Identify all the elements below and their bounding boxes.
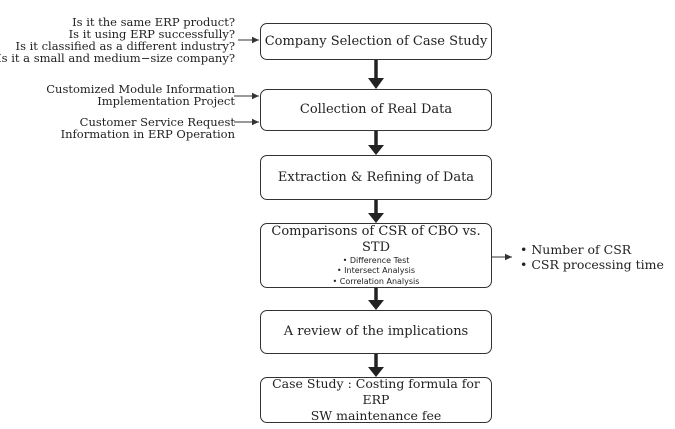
data-source-line: Customer Service Request: [79, 115, 235, 129]
analysis-method-item: • Intersect Analysis: [336, 266, 416, 276]
selection-criteria-item: Is it a small and medium−size company?: [0, 51, 235, 65]
step-label: Company Selection of Case Study: [264, 33, 488, 49]
analysis-method-item: • Correlation Analysis: [332, 276, 420, 286]
data-source-line: Implementation Project: [97, 94, 235, 108]
metric-item: • CSR processing time: [520, 257, 664, 272]
step-label-line: Case Study : Costing formula for ERP: [272, 376, 480, 407]
thick-arrow-2: [368, 131, 384, 155]
metric-item: • Number of CSR: [520, 242, 632, 257]
analysis-methods-list: • Difference Test • Intersect Analysis •…: [333, 256, 420, 288]
step-label: A review of the implications: [283, 324, 469, 339]
step-extraction-refining: Extraction & Refining of Data: [260, 155, 492, 200]
step-label: Collection of Real Data: [299, 102, 453, 117]
data-source-customer-service: Customer Service Request Information in …: [61, 116, 235, 140]
selection-criteria-item: Is it classified as a different industry…: [15, 39, 235, 53]
step-review-implications: A review of the implications: [260, 310, 492, 354]
selection-criteria-list: Is it the same ERP product? Is it using …: [0, 16, 235, 64]
step-comparisons: Comparisons of CSR of CBO vs. STD • Diff…: [260, 223, 492, 288]
step-collection-real-data: Collection of Real Data: [260, 89, 492, 131]
data-source-line: Customized Module Information: [46, 82, 235, 96]
thick-arrow-3: [368, 200, 384, 223]
thick-arrow-1: [368, 60, 384, 89]
step-label: Comparisons of CSR of CBO vs. STD: [271, 223, 481, 255]
data-source-customized-module: Customized Module Information Implementa…: [46, 83, 235, 107]
step-case-study-costing: Case Study : Costing formula for ERP SW …: [260, 376, 492, 423]
step-label: Extraction & Refining of Data: [277, 169, 475, 185]
analysis-method-item: • Difference Test: [342, 255, 410, 265]
selection-criteria-item: Is it using ERP successfully?: [68, 27, 235, 41]
step-label-line: SW maintenance fee: [310, 408, 442, 423]
step-company-selection: Company Selection of Case Study: [260, 23, 492, 60]
metrics-list: • Number of CSR • CSR processing time: [520, 242, 664, 272]
thick-arrow-5: [368, 354, 384, 377]
thick-arrow-4: [368, 288, 384, 310]
data-source-line: Information in ERP Operation: [60, 127, 235, 141]
selection-criteria-item: Is it the same ERP product?: [72, 15, 235, 29]
